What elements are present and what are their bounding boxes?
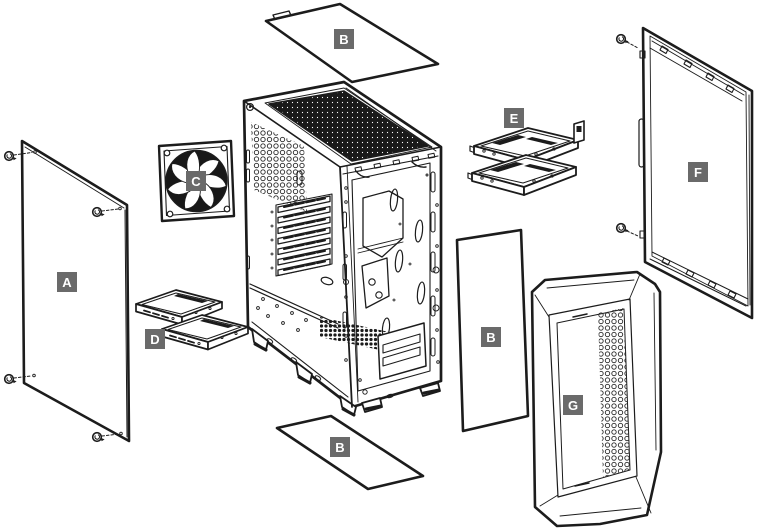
callout-c: C xyxy=(186,171,206,191)
callout-f: F xyxy=(688,162,708,182)
callout-b-bottom: B xyxy=(330,437,350,457)
front-mesh xyxy=(598,308,630,477)
case-feet xyxy=(251,328,441,417)
thumbscrew-icon xyxy=(615,33,630,234)
callout-b-front: B xyxy=(481,327,501,347)
part-front-panel xyxy=(530,270,663,528)
panel-clips xyxy=(659,45,735,94)
rear-vent xyxy=(251,122,307,212)
part-hdd-cage xyxy=(467,120,585,196)
callout-b-top: B xyxy=(334,29,354,49)
callout-d: D xyxy=(145,329,165,349)
callout-g: G xyxy=(563,395,583,415)
callout-e: E xyxy=(504,108,524,128)
callout-a: A xyxy=(57,272,77,292)
part-chassis xyxy=(242,80,443,417)
part-bottom-dust-filter xyxy=(275,414,425,491)
panel-handle xyxy=(638,118,645,168)
